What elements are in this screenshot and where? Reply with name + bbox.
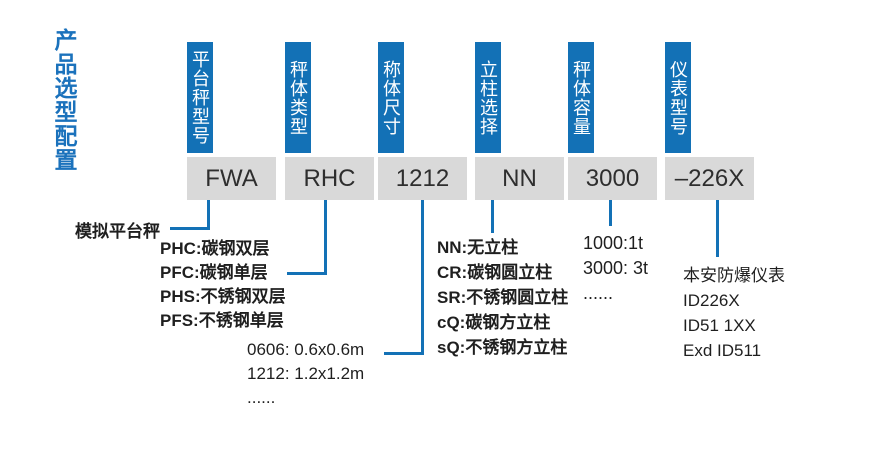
pillar-option: SR:不锈钢圆立柱	[437, 288, 569, 307]
column-header-body-size: 称体尺寸	[378, 42, 404, 153]
page-title: 产品选型配置	[51, 28, 77, 172]
column-header-indicator-model: 仪表型号	[665, 42, 691, 153]
indicator-option: ID51 1XX	[683, 316, 756, 335]
column-header-body-type: 秤体类型	[285, 42, 311, 153]
body-type-option: PHC:碳钢双层	[160, 239, 270, 258]
connector-body-size-vline	[421, 200, 424, 355]
pillar-option: cQ:碳钢方立柱	[437, 313, 551, 332]
body-size-option: 0606: 0.6x0.6m	[247, 340, 365, 359]
indicator-option: Exd ID511	[683, 341, 762, 360]
indicator-option: ID226X	[683, 291, 740, 310]
column-indicator-model: 仪表型号 –226X	[665, 42, 754, 200]
pillar-option: sQ:不锈钢方立柱	[437, 338, 568, 357]
pillar-option: NN:无立柱	[437, 238, 519, 257]
connector-pillar-vline	[491, 200, 494, 233]
annotation-body-type-list: PHC:碳钢双层 PFC:碳钢单层 PHS:不锈钢双层 PFS:不锈钢单层	[160, 237, 286, 333]
connector-body-size-hline	[384, 352, 424, 355]
column-body-size: 称体尺寸 1212	[378, 42, 467, 200]
capacity-option: 3000: 3t	[583, 258, 649, 278]
column-header-pillar-select: 立柱选择	[475, 42, 501, 153]
body-type-option: PHS:不锈钢双层	[160, 287, 286, 306]
connector-body-type-vline	[324, 200, 327, 275]
connector-model-vline	[207, 200, 210, 230]
indicator-option: 本安防爆仪表	[683, 266, 785, 285]
connector-body-type-hline	[287, 272, 327, 275]
annotation-body-size-list: 0606: 0.6x0.6m 1212: 1.2x1.2m ......	[247, 338, 364, 410]
column-value-capacity: 3000	[568, 157, 657, 200]
body-size-option: ......	[247, 388, 276, 407]
column-capacity: 秤体容量 3000	[568, 42, 657, 200]
column-header-platform-model: 平台秤型号	[187, 42, 213, 153]
body-type-option: PFS:不锈钢单层	[160, 311, 284, 330]
annotation-pillar-list: NN:无立柱 CR:碳钢圆立柱 SR:不锈钢圆立柱 cQ:碳钢方立柱 sQ:不锈…	[437, 235, 568, 360]
column-platform-model: 平台秤型号 FWA	[187, 42, 276, 200]
body-size-option: 1212: 1.2x1.2m	[247, 364, 365, 383]
annotation-indicator-list: 本安防爆仪表 ID226X ID51 1XX Exd ID511	[683, 263, 785, 363]
connector-model-hline	[170, 227, 210, 230]
capacity-option: 1000:1t	[583, 233, 644, 253]
column-body-type: 秤体类型 RHC	[285, 42, 374, 200]
capacity-option: ......	[583, 283, 614, 303]
column-pillar-select: 立柱选择 NN	[475, 42, 564, 200]
column-value-pillar-select: NN	[475, 157, 564, 200]
column-header-capacity: 秤体容量	[568, 42, 594, 153]
column-value-body-type: RHC	[285, 157, 374, 200]
annotation-model-label: 模拟平台秤	[75, 222, 160, 241]
annotation-capacity-list: 1000:1t 3000: 3t ......	[583, 231, 648, 306]
pillar-option: CR:碳钢圆立柱	[437, 263, 553, 282]
column-value-indicator-model: –226X	[665, 157, 754, 200]
column-value-body-size: 1212	[378, 157, 467, 200]
column-value-platform-model: FWA	[187, 157, 276, 200]
connector-indicator-vline	[716, 200, 719, 257]
connector-capacity-vline	[609, 200, 612, 226]
body-type-option: PFC:碳钢单层	[160, 263, 268, 282]
